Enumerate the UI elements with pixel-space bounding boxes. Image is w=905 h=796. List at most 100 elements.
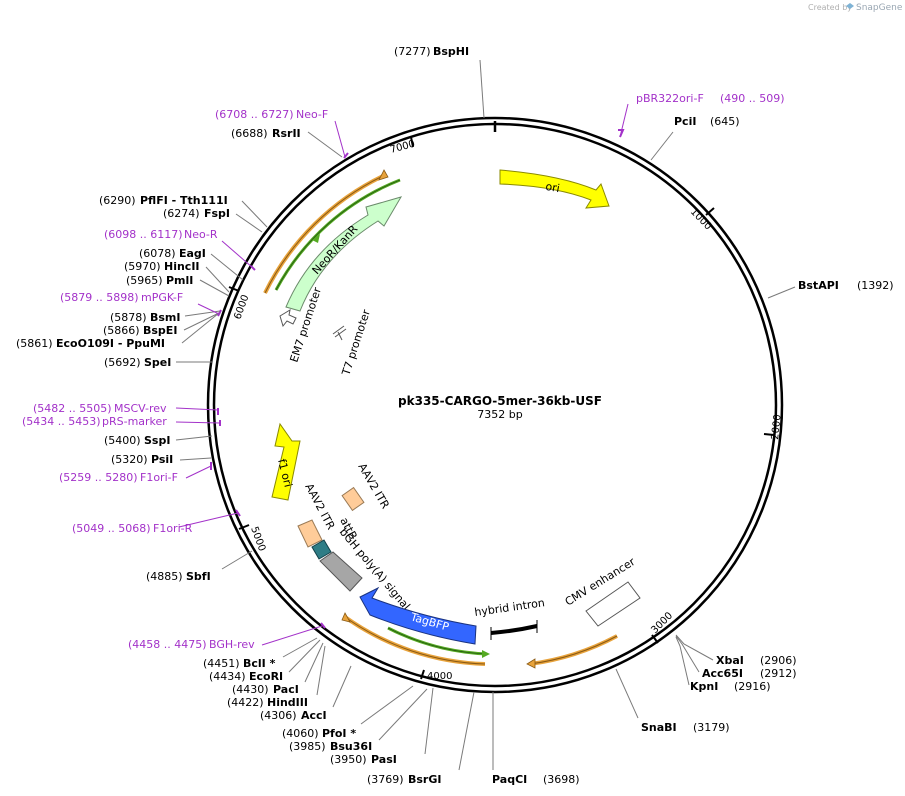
site-pos-spei: (5692) [104,356,141,369]
site-name-rsrii[interactable]: RsrII [272,127,301,140]
orf-neo-inner-arrowhead [312,234,320,243]
primer-range-neo-r: (6098 .. 6117) [104,228,183,241]
site-pos-bsu36i: (3985) [289,740,326,753]
site-name-sbfi[interactable]: SbfI [186,570,211,583]
site-name-ecoo109i[interactable]: EcoO109I - PpuMI [56,337,165,350]
tick-6000 [228,286,240,292]
site-name-hindiii[interactable]: HindIII [267,696,308,709]
plasmid-length: 7352 bp [477,408,522,421]
primer-name-bgh-rev[interactable]: BGH-rev [209,638,255,651]
site-pos-bspei: (5866) [103,324,140,337]
primer-name-f1ori-f[interactable]: F1ori-F [140,471,178,484]
feature-t7-promoter[interactable]: T7 promoter [332,308,373,378]
site-pos-fspi: (6274) [163,207,200,220]
primer-range-bgh-rev: (4458 .. 4475) [128,638,207,651]
primer-labels: pBR322ori-F (490 .. 509) (6708 .. 6727) … [22,92,785,651]
site-name-paci[interactable]: PacI [273,683,299,696]
tick-1000 [705,207,715,216]
primer-name-mscv-rev[interactable]: MSCV-rev [114,402,167,415]
site-pos-hindiii: (4422) [227,696,264,709]
tick-label-2000: 2000 [770,414,784,440]
tick-label-4000: 4000 [427,671,452,682]
primer-name-pbr322ori-f[interactable]: pBR322ori-F [636,92,704,105]
feature-ori[interactable]: ori [499,169,610,209]
site-name-bsrgi[interactable]: BsrGI [408,773,441,786]
tick-5000 [238,524,250,530]
primer-range-f1ori-f: (5259 .. 5280) [59,471,138,484]
orf-right-band [529,634,618,666]
site-name-bsmi[interactable]: BsmI [150,311,181,324]
site-name-snabi[interactable]: SnaBI [641,721,677,734]
tick-label-7000: 7000 [389,139,416,156]
orf-bottom-arrowhead [341,612,351,623]
primer-range-mpgk-f: (5879 .. 5898) [60,291,139,304]
tick-2000 [763,433,775,436]
site-name-eagi[interactable]: EagI [179,247,206,260]
feature-aav2-itr-outer[interactable]: AAV2 ITR [297,481,338,548]
primer-range-neo-f: (6708 .. 6727) [215,108,294,121]
site-pos-eagi: (6078) [139,247,176,260]
site-name-pasi[interactable]: PasI [371,753,397,766]
site-name-sspi[interactable]: SspI [144,434,170,447]
orf-arrowheads [312,169,536,669]
site-name-acci[interactable]: AccI [301,709,327,722]
feature-f1-ori[interactable]: f1 ori [271,422,301,501]
feature-hybrid-intron[interactable]: hybrid intron [474,596,546,640]
site-pos-bsmi: (5878) [110,311,147,324]
primer-name-f1ori-r[interactable]: F1ori-R [153,522,193,535]
orf-bands [263,173,618,666]
site-pos-pfoi: (4060) [282,727,319,740]
primer-name-neo-r[interactable]: Neo-R [184,228,218,241]
site-name-pmli[interactable]: PmlI [166,274,193,287]
site-name-psii[interactable]: PsiI [151,453,173,466]
site-name-ecori[interactable]: EcoRI [249,670,283,683]
site-pos-acc65i: (2912) [760,667,797,680]
site-name-hincii[interactable]: HincII [164,260,200,273]
primer-name-prs-marker[interactable]: pRS-marker [102,415,167,428]
orf-neo-inner [274,178,401,291]
site-name-pflfi[interactable]: PflFI - Tth111I [140,194,228,207]
orf-neo-arrowhead [378,169,389,181]
site-name-pcii[interactable]: PciI [674,115,696,128]
site-pos-pasi: (3950) [330,753,367,766]
site-pos-pflfi: (6290) [99,194,136,207]
site-name-pfoi[interactable]: PfoI * [322,727,356,740]
site-name-paqci[interactable]: PaqCI [492,773,527,786]
site-name-bstapi[interactable]: BstAPI [798,279,839,292]
feature-cmv-enhancer[interactable]: CMV enhancer [563,555,641,627]
site-name-spei[interactable]: SpeI [144,356,171,369]
site-pos-acci: (4306) [260,709,297,722]
feature-neor-kanr[interactable]: NeoR/KanR [285,196,403,312]
credit-brand: SnapGene [856,3,903,13]
site-name-acc65i[interactable]: Acc65I [702,667,743,680]
tick-label-1000: 1000 [688,206,714,232]
feature-t7-promoter-label: T7 promoter [339,308,373,378]
tick-3000 [651,634,659,644]
tick-marks [228,136,775,680]
feature-hybrid-intron-label: hybrid intron [474,596,546,619]
primer-name-mpgk-f[interactable]: mPGK-F [141,291,183,304]
primer-range-f1ori-r: (5049 .. 5068) [72,522,151,535]
feature-aav2-itr-inner[interactable]: AAV2 ITR [341,461,392,511]
site-pos-rsrii: (6688) [231,127,268,140]
site-pos-ecori: (4434) [209,670,246,683]
site-name-bsphi[interactable]: BspHI [433,45,469,58]
site-pos-sbfi: (4885) [146,570,183,583]
site-name-bsu36i[interactable]: Bsu36I [330,740,372,753]
snapgene-logo-icon [846,3,854,9]
site-name-xbai[interactable]: XbaI [716,654,744,667]
site-pos-ecoo109i: (5861) [16,337,53,350]
site-pos-bcli: (4451) [203,657,240,670]
site-pos-snabi: (3179) [693,721,730,734]
site-name-kpni[interactable]: KpnI [690,680,718,693]
site-name-bcli[interactable]: BclI * [243,657,276,670]
site-pos-paqci: (3698) [543,773,580,786]
primer-range-pbr322ori-f: (490 .. 509) [720,92,785,105]
site-name-bspei[interactable]: BspEI [143,324,177,337]
site-pos-paci: (4430) [232,683,269,696]
site-pos-bsphi: (7277) [394,45,431,58]
site-pos-bsrgi: (3769) [367,773,404,786]
primer-leaders [175,103,629,646]
primer-name-neo-f[interactable]: Neo-F [296,108,328,121]
site-name-fspi[interactable]: FspI [204,207,230,220]
